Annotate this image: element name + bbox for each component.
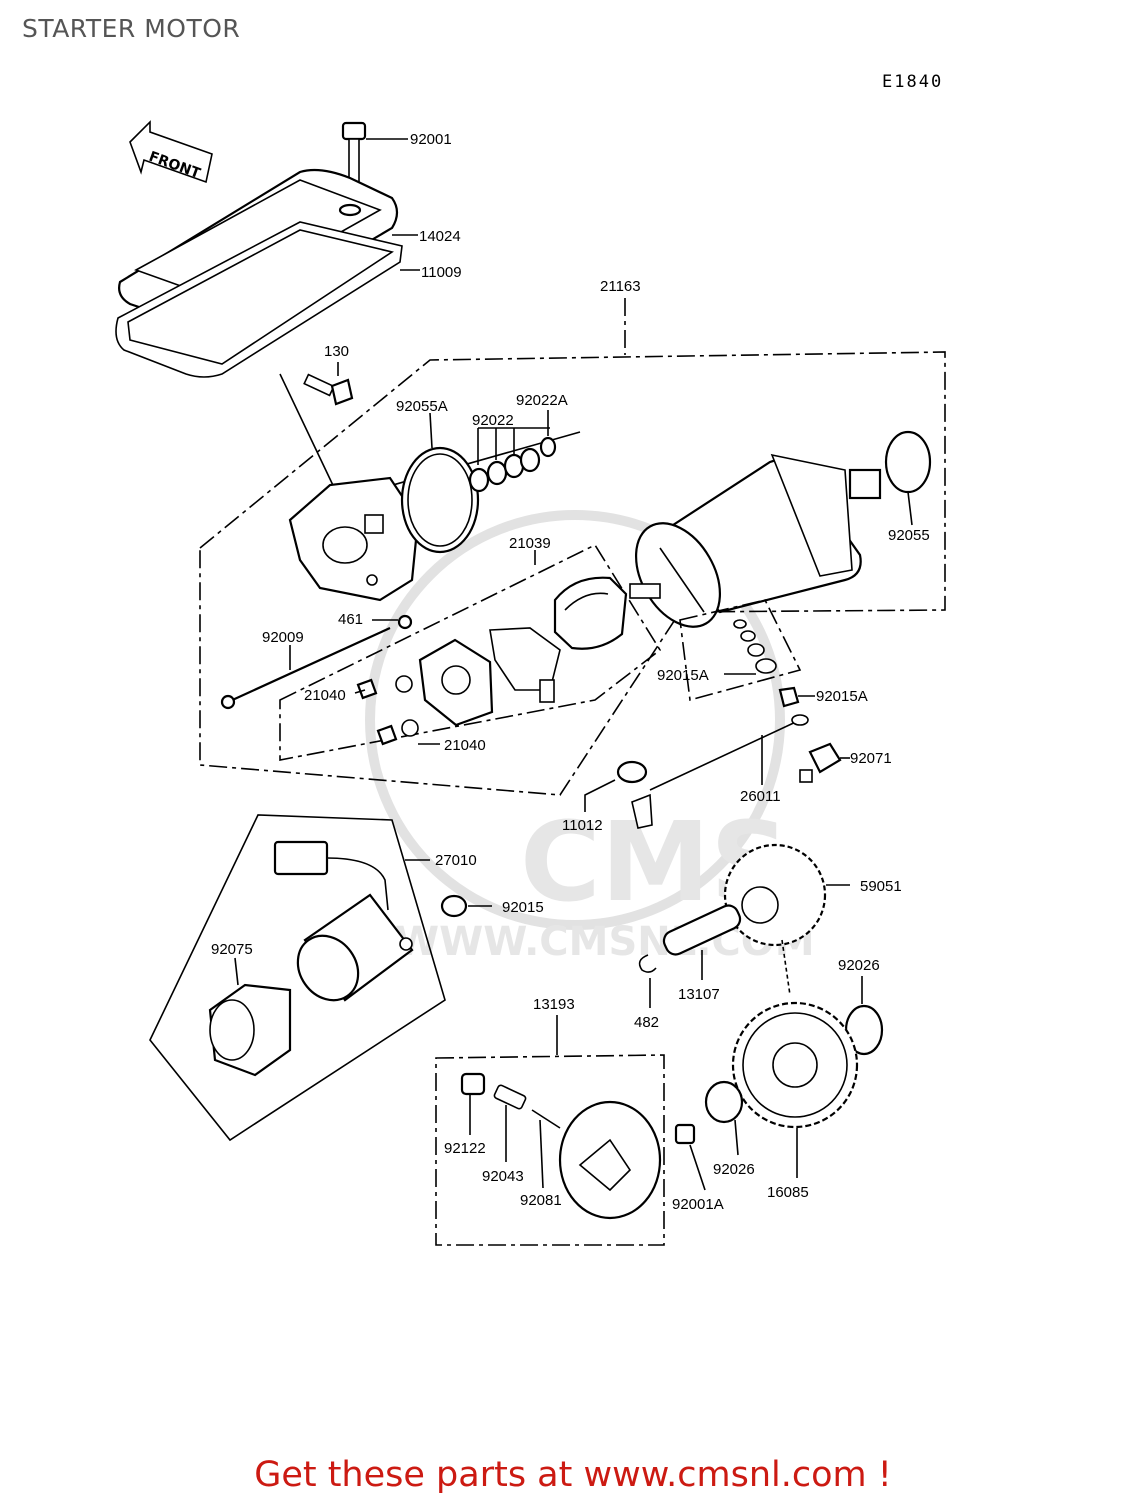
brush-plate-21039[interactable] xyxy=(489,576,628,703)
washers-92022[interactable] xyxy=(468,447,541,493)
label-21040-a[interactable]: 21040 xyxy=(304,687,346,704)
label-92055[interactable]: 92055 xyxy=(888,527,930,544)
through-bolt-92009[interactable] xyxy=(227,626,391,704)
label-92071[interactable]: 92071 xyxy=(850,750,892,767)
brush-holder[interactable] xyxy=(418,638,494,727)
label-11009[interactable]: 11009 xyxy=(421,264,462,281)
label-92055A[interactable]: 92055A xyxy=(396,398,448,415)
label-14024[interactable]: 14024 xyxy=(419,228,461,245)
label-92001[interactable]: 92001 xyxy=(410,131,452,148)
sprocket-59051[interactable] xyxy=(723,843,827,947)
nut-92015A[interactable] xyxy=(778,686,800,708)
cable-26011[interactable] xyxy=(649,719,801,791)
oring-92055[interactable] xyxy=(884,430,932,494)
brush-21040-b[interactable] xyxy=(376,719,419,746)
washer-92026-b[interactable] xyxy=(704,1080,744,1124)
starter-relay-27010[interactable] xyxy=(273,840,414,1012)
diagram-code: E1840 xyxy=(882,72,944,92)
label-92075[interactable]: 92075 xyxy=(211,941,253,958)
gear-16085[interactable] xyxy=(731,1001,859,1129)
relay-group-outline xyxy=(149,814,446,1142)
shaft-13107[interactable] xyxy=(661,902,744,958)
label-461[interactable]: 461 xyxy=(338,611,363,628)
label-21039[interactable]: 21039 xyxy=(509,535,551,552)
page-title: STARTER MOTOR xyxy=(22,14,241,43)
part-labels: 92001 14024 11009 21163 130 92055A 92022… xyxy=(211,131,930,1213)
end-cover[interactable] xyxy=(288,476,420,602)
boot-92071[interactable] xyxy=(799,742,842,783)
label-130[interactable]: 130 xyxy=(324,343,349,360)
washer-92022A[interactable] xyxy=(539,436,557,458)
bolt-92001A[interactable] xyxy=(674,1123,696,1145)
label-13107[interactable]: 13107 xyxy=(678,986,720,1003)
relay-cover-92075[interactable] xyxy=(208,983,292,1077)
screw-130[interactable] xyxy=(303,373,354,406)
label-13193[interactable]: 13193 xyxy=(533,996,575,1013)
label-92015A-b[interactable]: 92015A xyxy=(816,688,868,705)
circlip-482[interactable] xyxy=(638,954,657,973)
nut-stack-92015A[interactable] xyxy=(733,619,777,674)
label-482[interactable]: 482 xyxy=(634,1014,659,1031)
label-92015[interactable]: 92015 xyxy=(502,899,544,916)
nut-92015[interactable] xyxy=(440,894,468,918)
brush-21040-a[interactable] xyxy=(356,675,413,700)
label-59051[interactable]: 59051 xyxy=(860,878,902,895)
label-21040-b[interactable]: 21040 xyxy=(444,737,486,754)
label-92122[interactable]: 92122 xyxy=(444,1140,486,1157)
label-92043[interactable]: 92043 xyxy=(482,1168,524,1185)
footer-link[interactable]: Get these parts at www.cmsnl.com ! xyxy=(254,1455,892,1495)
label-92009[interactable]: 92009 xyxy=(262,629,304,646)
spring-92081[interactable] xyxy=(531,1109,561,1129)
label-92015A-a[interactable]: 92015A xyxy=(657,667,709,684)
front-arrow-icon: FRONT xyxy=(129,120,213,184)
label-92022A[interactable]: 92022A xyxy=(516,392,568,409)
label-92026-a[interactable]: 92026 xyxy=(838,957,880,974)
roller-92122[interactable] xyxy=(460,1072,486,1096)
label-26011[interactable]: 26011 xyxy=(740,788,781,805)
washer-461[interactable] xyxy=(397,614,413,630)
gasket-11009[interactable] xyxy=(115,221,403,378)
oring-92055A[interactable] xyxy=(400,446,480,554)
label-92081[interactable]: 92081 xyxy=(520,1192,562,1209)
label-92001A[interactable]: 92001A xyxy=(672,1196,724,1213)
clutch-body[interactable] xyxy=(558,1100,662,1220)
label-11012[interactable]: 11012 xyxy=(562,817,603,834)
label-27010[interactable]: 27010 xyxy=(435,852,477,869)
cap-11012[interactable] xyxy=(616,760,653,829)
starter-motor-body[interactable] xyxy=(619,453,882,641)
label-92026-b[interactable]: 92026 xyxy=(713,1161,755,1178)
spring-cap-92043[interactable] xyxy=(493,1084,527,1110)
label-92022[interactable]: 92022 xyxy=(472,412,514,429)
label-21163[interactable]: 21163 xyxy=(600,278,641,295)
label-16085[interactable]: 16085 xyxy=(767,1184,809,1201)
